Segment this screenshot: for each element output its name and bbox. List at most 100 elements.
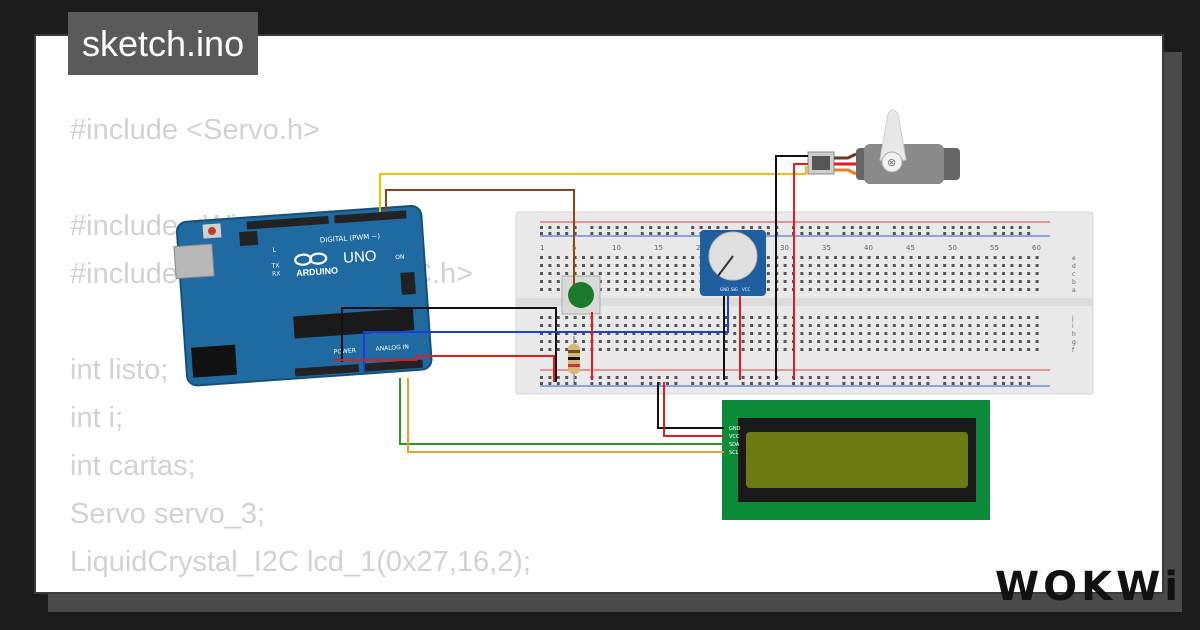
rail-hole — [876, 232, 879, 235]
breadboard-hole — [758, 348, 762, 351]
analog-header — [364, 359, 424, 372]
breadboard-hole — [850, 332, 854, 335]
breadboard-hole — [867, 280, 871, 283]
rail-hole — [808, 232, 812, 235]
breadboard-hole — [943, 280, 947, 283]
breadboard-hole — [985, 332, 989, 335]
rail-hole — [607, 376, 611, 379]
breadboard-hole — [825, 340, 829, 343]
rail-hole — [1018, 232, 1022, 235]
servo-motor[interactable]: ⊗ — [807, 109, 960, 184]
breadboard-hole — [649, 316, 653, 319]
rail-hole — [850, 382, 854, 385]
rail-hole — [825, 226, 829, 229]
breadboard-hole — [859, 256, 863, 259]
column-number: 30 — [780, 244, 789, 252]
breadboard-hole — [892, 264, 896, 267]
breadboard-hole — [573, 340, 577, 343]
breadboard-hole — [640, 332, 644, 335]
rail-hole — [808, 382, 812, 385]
breadboard-hole — [850, 348, 854, 351]
breadboard-hole — [682, 264, 686, 267]
breadboard-hole — [649, 256, 653, 259]
breadboard-hole — [884, 280, 888, 283]
breadboard-hole — [758, 340, 762, 343]
rail-hole — [951, 232, 955, 235]
arduino-uno[interactable]: DIGITAL (PWM ~) ARDUINO UNO TX RX L ON P… — [172, 205, 433, 387]
breadboard-hole — [1002, 280, 1005, 283]
breadboard-hole — [598, 256, 602, 259]
rail-hole — [758, 226, 762, 229]
column-number: 50 — [948, 244, 957, 252]
breadboard-hole — [607, 340, 611, 343]
breadboard-hole — [615, 256, 619, 259]
breadboard-hole — [968, 348, 972, 351]
breadboard-hole — [909, 256, 913, 259]
rail-hole — [741, 226, 745, 229]
reset-button[interactable] — [207, 226, 217, 236]
rail-hole — [867, 376, 871, 379]
breadboard-hole — [1010, 272, 1014, 275]
breadboard-hole — [934, 280, 938, 283]
rail-hole — [598, 376, 602, 379]
row-letter: a — [1072, 287, 1076, 294]
arduino-logo — [294, 252, 328, 266]
rail-hole — [775, 382, 779, 385]
rail-hole — [708, 382, 711, 385]
breadboard-hole — [1035, 316, 1039, 319]
breadboard-hole — [783, 316, 787, 319]
analog-label: ANALOG IN — [375, 344, 409, 353]
breadboard-hole — [951, 324, 955, 327]
breadboard-hole — [808, 280, 812, 283]
rail-hole — [1027, 226, 1031, 229]
breadboard-hole — [699, 324, 703, 327]
pot-pin-gnd: GND — [720, 287, 729, 292]
digital-header — [246, 215, 329, 230]
breadboard-hole — [800, 316, 804, 319]
breadboard-hole — [582, 340, 585, 343]
breadboard-hole — [615, 264, 619, 267]
breadboard-hole — [666, 256, 669, 259]
breadboard-hole — [842, 288, 846, 291]
breadboard-hole — [640, 348, 644, 351]
breadboard-hole — [573, 272, 577, 275]
breadboard-hole — [934, 264, 938, 267]
breadboard-hole — [850, 280, 854, 283]
breadboard-hole — [867, 264, 871, 267]
breadboard-hole — [666, 332, 669, 335]
breadboard-hole — [993, 288, 997, 291]
breadboard-hole — [674, 280, 678, 283]
rail-hole — [674, 232, 678, 235]
breadboard-hole — [1035, 272, 1039, 275]
breadboard-hole — [741, 316, 745, 319]
row-letter: b — [1072, 279, 1076, 286]
rail-hole — [598, 382, 602, 385]
breadboard-hole — [741, 340, 745, 343]
breadboard-hole — [825, 316, 829, 319]
breadboard-hole — [1010, 340, 1014, 343]
breadboard-hole — [682, 272, 686, 275]
breadboard-hole — [892, 340, 896, 343]
potentiometer[interactable]: GND SIG VCC — [700, 230, 766, 296]
breadboard-hole — [901, 256, 905, 259]
wire-red — [793, 163, 808, 380]
rail-hole — [624, 376, 627, 379]
breadboard-hole — [582, 348, 585, 351]
breadboard-hole — [657, 324, 661, 327]
push-button[interactable] — [561, 275, 601, 315]
rail-hole — [750, 382, 753, 385]
breadboard-hole — [733, 324, 737, 327]
rail-hole — [691, 376, 695, 379]
breadboard-hole — [783, 288, 787, 291]
breadboard-hole — [632, 332, 636, 335]
arduino-brand: ARDUINO — [296, 265, 339, 278]
rail-hole — [657, 232, 661, 235]
breadboard-hole — [766, 264, 770, 267]
breadboard-hole — [540, 316, 543, 319]
breadboard-hole — [573, 264, 577, 267]
breadboard-hole — [615, 348, 619, 351]
breadboard-hole — [976, 332, 980, 335]
breadboard-hole — [632, 272, 636, 275]
breadboard-hole — [766, 272, 770, 275]
breadboard-hole — [976, 340, 980, 343]
